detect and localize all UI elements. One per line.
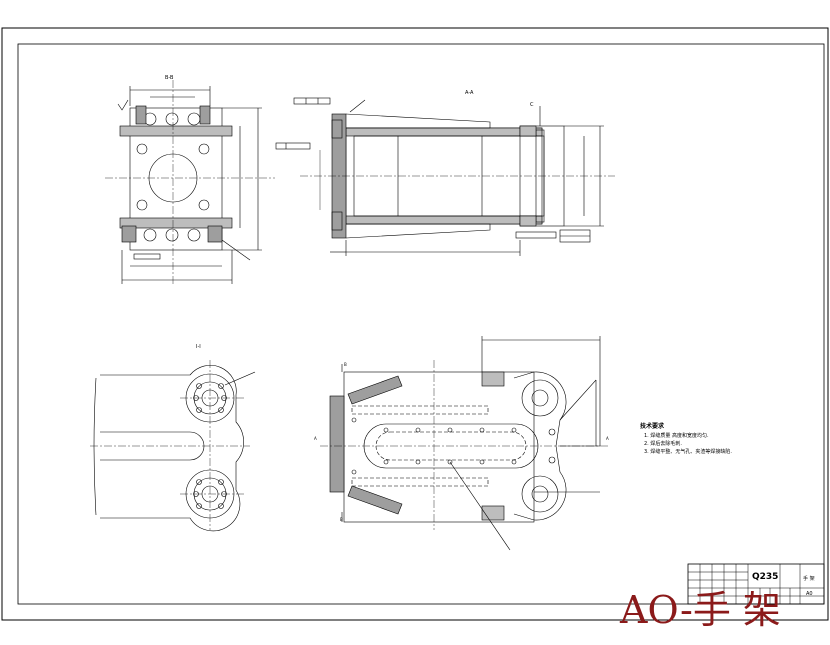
notes-item-1: 1. 焊缝质量 高度和宽度均匀.: [644, 432, 709, 439]
section-mark-a-left: A: [314, 436, 317, 441]
notes-item-3: 3. 焊缝平整、无气孔、夹渣等焊接缺陷.: [644, 448, 732, 455]
view-top-middle: A-A: [275, 90, 615, 256]
technical-notes: 技术要求 1. 焊缝质量 高度和宽度均匀. 2. 焊后去除毛刺. 3. 焊缝平整…: [640, 422, 732, 455]
detail-mark-c: C: [530, 102, 534, 108]
part-name-label: 手 架: [803, 575, 815, 582]
view-label-i-i: I-I: [196, 344, 201, 350]
section-label-b-b: B-B: [165, 75, 174, 81]
section-mark-b-top: B: [344, 362, 347, 367]
section-label-a-a: A-A: [465, 90, 474, 96]
view-top-left: B-B: [105, 75, 275, 285]
notes-item-2: 2. 焊后去除毛刺.: [644, 440, 682, 447]
inner-frame: [17, 43, 825, 605]
material-label: Q235: [752, 572, 778, 582]
view-bottom-middle: B B A A: [314, 336, 610, 551]
drawing-title-stamp: AO-手 架: [619, 588, 781, 632]
section-mark-b-bottom: B: [340, 517, 343, 522]
section-mark-a-right: A: [606, 436, 609, 441]
drawing-code-label: A0: [806, 591, 813, 597]
outer-frame: [1, 27, 829, 621]
title-block: [687, 563, 825, 605]
notes-heading: 技术要求: [640, 422, 665, 430]
view-bottom-left: I-I: [90, 344, 256, 532]
